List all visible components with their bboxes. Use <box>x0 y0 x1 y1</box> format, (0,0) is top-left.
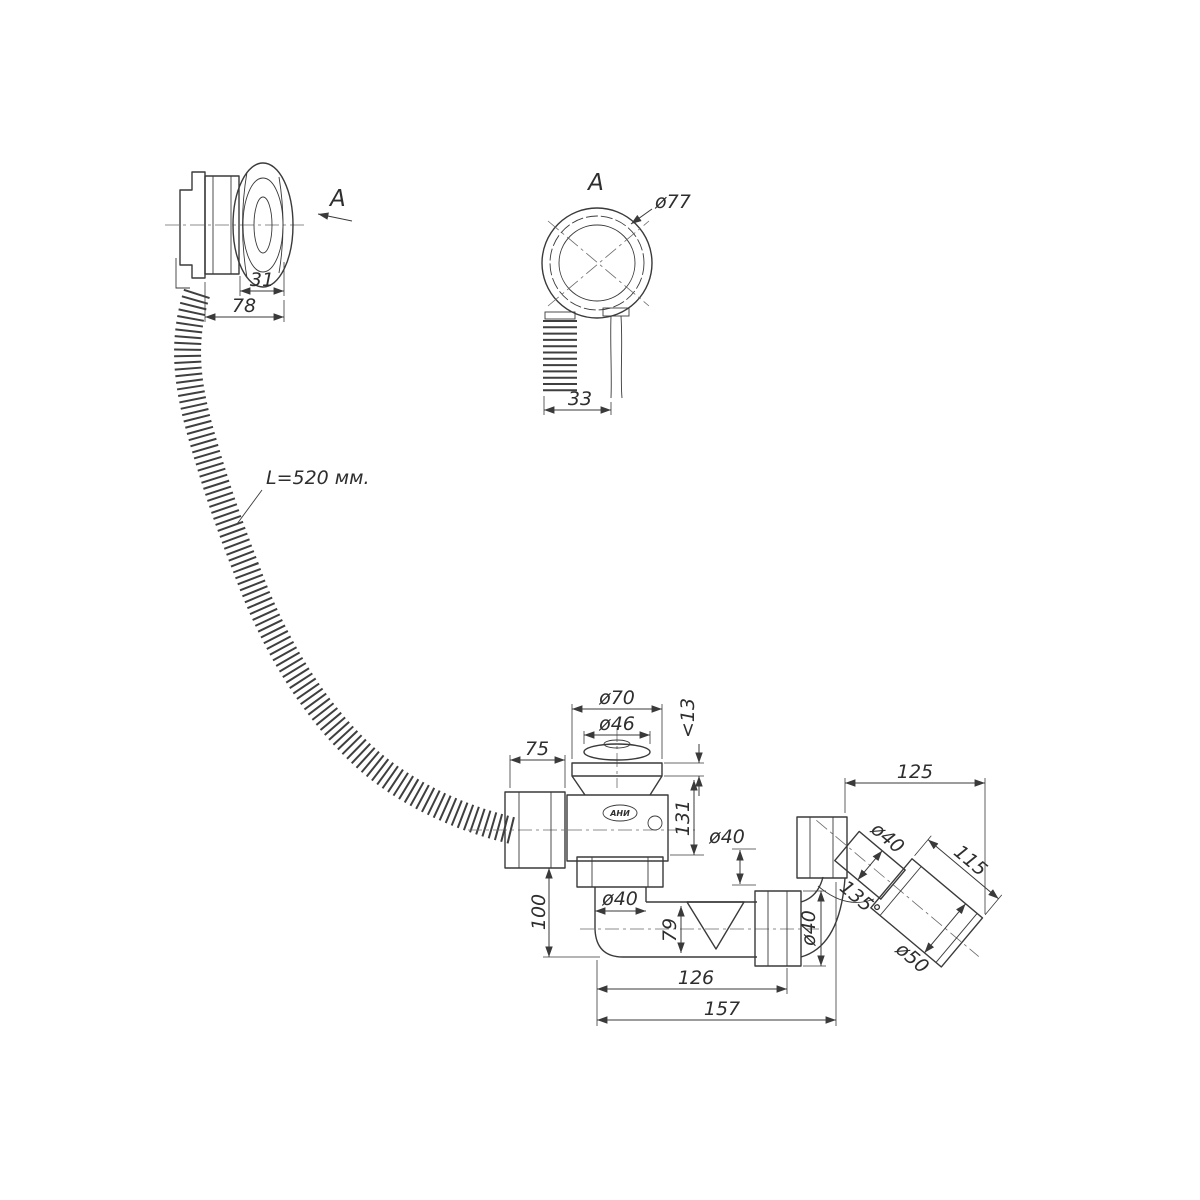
outlet-pipe <box>834 830 906 900</box>
dim-131: 131 <box>672 800 694 836</box>
dim-dia50: ø50 <box>891 938 933 979</box>
dim-75: 75 <box>525 738 549 760</box>
drain-assembly: АНИ ø70 ø46 <box>468 687 848 1026</box>
dim-dia40-bend: ø40 <box>708 826 745 848</box>
overflow-fitting: 31 78 A <box>165 162 353 322</box>
brand-logo <box>602 804 638 822</box>
dim-dia40-pipe: ø40 <box>866 818 908 859</box>
dim-dia77: ø77 <box>654 191 691 213</box>
dim-33: 33 <box>568 388 592 410</box>
coupling-nut <box>796 816 848 879</box>
dim-126: 126 <box>678 967 714 989</box>
dim-dia70: ø70 <box>598 687 635 709</box>
tee-body <box>566 794 669 862</box>
outlet-nut <box>754 890 802 967</box>
overflow-cap-face <box>232 162 294 288</box>
dim-31: 31 <box>250 269 274 291</box>
brand-logo-text: АНИ <box>609 809 630 818</box>
hose-length-label: L=520 мм. <box>266 467 370 489</box>
overflow-body <box>204 175 240 275</box>
hose-path <box>174 288 518 845</box>
valve-cone <box>686 901 745 950</box>
dim-dia40-under-tee: ø40 <box>601 888 638 910</box>
angled-outlet: 115 ø50 ø40 135° 125 <box>816 761 1003 979</box>
dim-max13: <13 <box>677 698 699 738</box>
dim-78: 78 <box>232 295 256 317</box>
dim-125: 125 <box>897 761 933 783</box>
drain-cap <box>583 743 651 761</box>
overflow-face-circle <box>541 207 653 319</box>
dim-157: 157 <box>704 998 740 1020</box>
corrugated-hose: L=520 мм. <box>174 288 518 845</box>
hose-union-nut <box>504 791 566 869</box>
cable-line <box>610 315 612 399</box>
dim-100: 100 <box>528 894 550 930</box>
bottom-nut <box>576 856 664 888</box>
section-title: A <box>586 170 604 196</box>
view-arrow-label: A <box>328 186 346 212</box>
hose-label-leader <box>236 489 263 525</box>
angle-arc <box>817 885 875 903</box>
bottom-run <box>594 928 757 958</box>
dim-dia40-outlet-nut: ø40 <box>798 910 820 947</box>
dim-79: 79 <box>659 918 681 942</box>
section-view-a: A ø77 33 <box>541 170 691 415</box>
section-cut-arrow <box>317 212 353 222</box>
dim-dia46: ø46 <box>598 713 635 735</box>
overflow-bracket <box>179 171 206 279</box>
